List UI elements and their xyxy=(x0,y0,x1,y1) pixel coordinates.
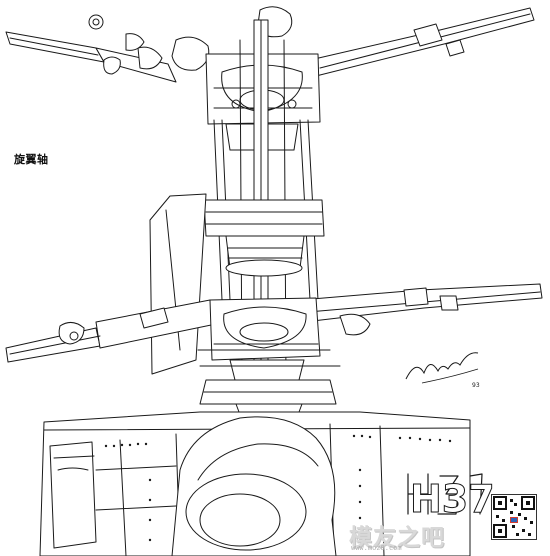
upper-rotor-blade-left xyxy=(5,31,177,83)
gearbox-dome xyxy=(171,416,337,556)
fuselage-badge-text: H37 xyxy=(410,477,495,520)
lower-hub xyxy=(197,297,341,385)
lower-rotor-blade-left xyxy=(5,299,217,363)
qr-code-icon xyxy=(491,494,537,540)
watermark-text: 模友之吧 xyxy=(349,525,445,551)
fuselage-marking xyxy=(407,473,483,515)
fuselage-badge: H37 xyxy=(410,477,496,521)
watermark-url: www.moz8.com xyxy=(351,544,402,552)
svg-text:93: 93 xyxy=(472,382,480,389)
lower-rotor-blade-right xyxy=(299,283,543,336)
tail-fin xyxy=(149,193,207,375)
middle-collar xyxy=(203,199,325,277)
caption-label: 旋翼轴 xyxy=(14,153,49,166)
rivets xyxy=(104,434,452,542)
upper-rotor-blade-right xyxy=(309,7,535,77)
upper-blade-grips xyxy=(88,6,293,75)
artist-signature-icon: 93 xyxy=(405,352,480,389)
